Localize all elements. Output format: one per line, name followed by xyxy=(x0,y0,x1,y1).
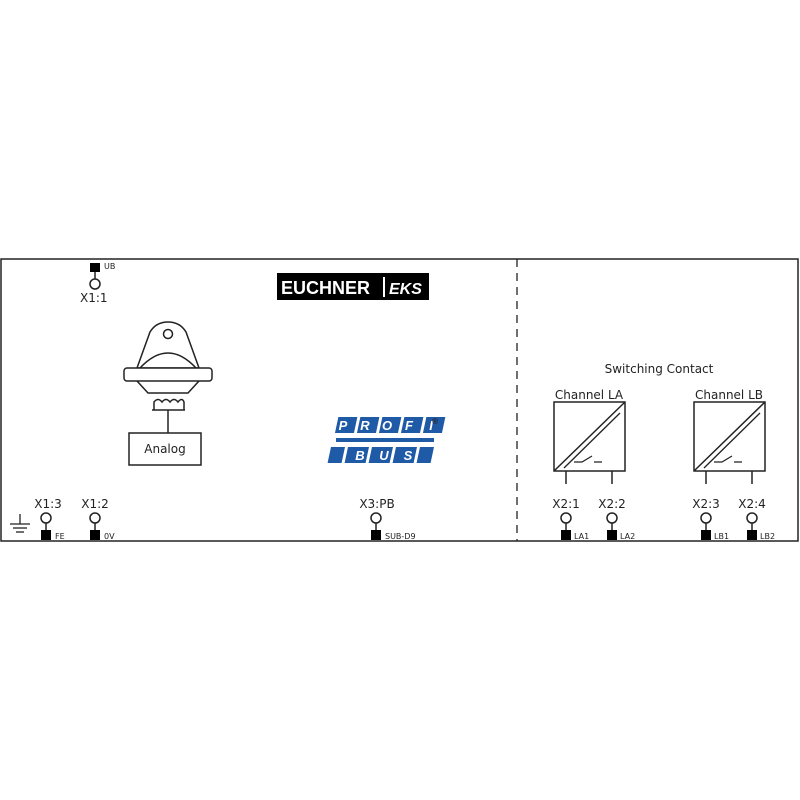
euchner-logo: EUCHNER EKS xyxy=(277,273,429,300)
channel-la: Channel LA xyxy=(553,388,626,484)
signal-0v: 0V xyxy=(104,532,115,541)
profibus-letter: B xyxy=(355,448,364,463)
channel-lb: Channel LB xyxy=(693,388,766,484)
coil-icon xyxy=(152,398,185,433)
analog-label: Analog xyxy=(144,442,185,456)
profibus-letter: F xyxy=(405,418,414,433)
terminal-label-x2-1: X2:1 xyxy=(552,497,580,511)
switching-contact-title: Switching Contact xyxy=(605,362,714,376)
terminal-x1-1: UB X1:1 xyxy=(80,262,115,305)
analog-block: Analog xyxy=(128,432,202,466)
terminal-label-x2-3: X2:3 xyxy=(692,497,720,511)
terminal-label-x3-pb: X3:PB xyxy=(359,497,394,511)
electronic-key-icon xyxy=(123,321,213,394)
signal-la2: LA2 xyxy=(620,532,635,541)
terminal-x2-2: X2:2 LA2 xyxy=(598,497,635,541)
terminal-label-x1-3: X1:3 xyxy=(34,497,62,511)
profibus-trademark: ® xyxy=(431,417,439,426)
terminal-label-x2-2: X2:2 xyxy=(598,497,626,511)
signal-ub: UB xyxy=(104,262,115,271)
profibus-letter: S xyxy=(404,448,413,463)
logo-product: EKS xyxy=(389,281,422,298)
ground-icon xyxy=(10,514,30,533)
profibus-letter: U xyxy=(379,448,389,463)
terminal-x2-3: X2:3 LB1 xyxy=(692,497,729,541)
terminal-x3-pb: X3:PB SUB-D9 xyxy=(359,497,415,541)
profibus-letter: O xyxy=(382,418,392,433)
channel-label-la: Channel LA xyxy=(555,388,624,402)
profibus-logo: P R O F I B U S ® xyxy=(327,417,446,463)
channel-label-lb: Channel LB xyxy=(695,388,763,402)
signal-la1: LA1 xyxy=(574,532,589,541)
profibus-letter: P xyxy=(339,418,348,433)
terminal-label-x1-2: X1:2 xyxy=(81,497,109,511)
signal-lb1: LB1 xyxy=(714,532,729,541)
terminal-x2-1: X2:1 LA1 xyxy=(552,497,589,541)
signal-lb2: LB2 xyxy=(760,532,775,541)
diagram-frame xyxy=(0,258,799,542)
terminal-x2-4: X2:4 LB2 xyxy=(738,497,775,541)
signal-fe: FE xyxy=(55,532,65,541)
terminal-label-x1-1: X1:1 xyxy=(80,291,108,305)
terminal-x1-2: X1:2 0V xyxy=(81,497,115,541)
terminal-label-x2-4: X2:4 xyxy=(738,497,766,511)
logo-brand: EUCHNER xyxy=(281,278,370,298)
profibus-letter: I xyxy=(429,418,433,433)
signal-sub-d9: SUB-D9 xyxy=(385,532,416,541)
terminal-x1-3: X1:3 FE xyxy=(34,497,64,541)
profibus-letter: R xyxy=(360,418,370,433)
